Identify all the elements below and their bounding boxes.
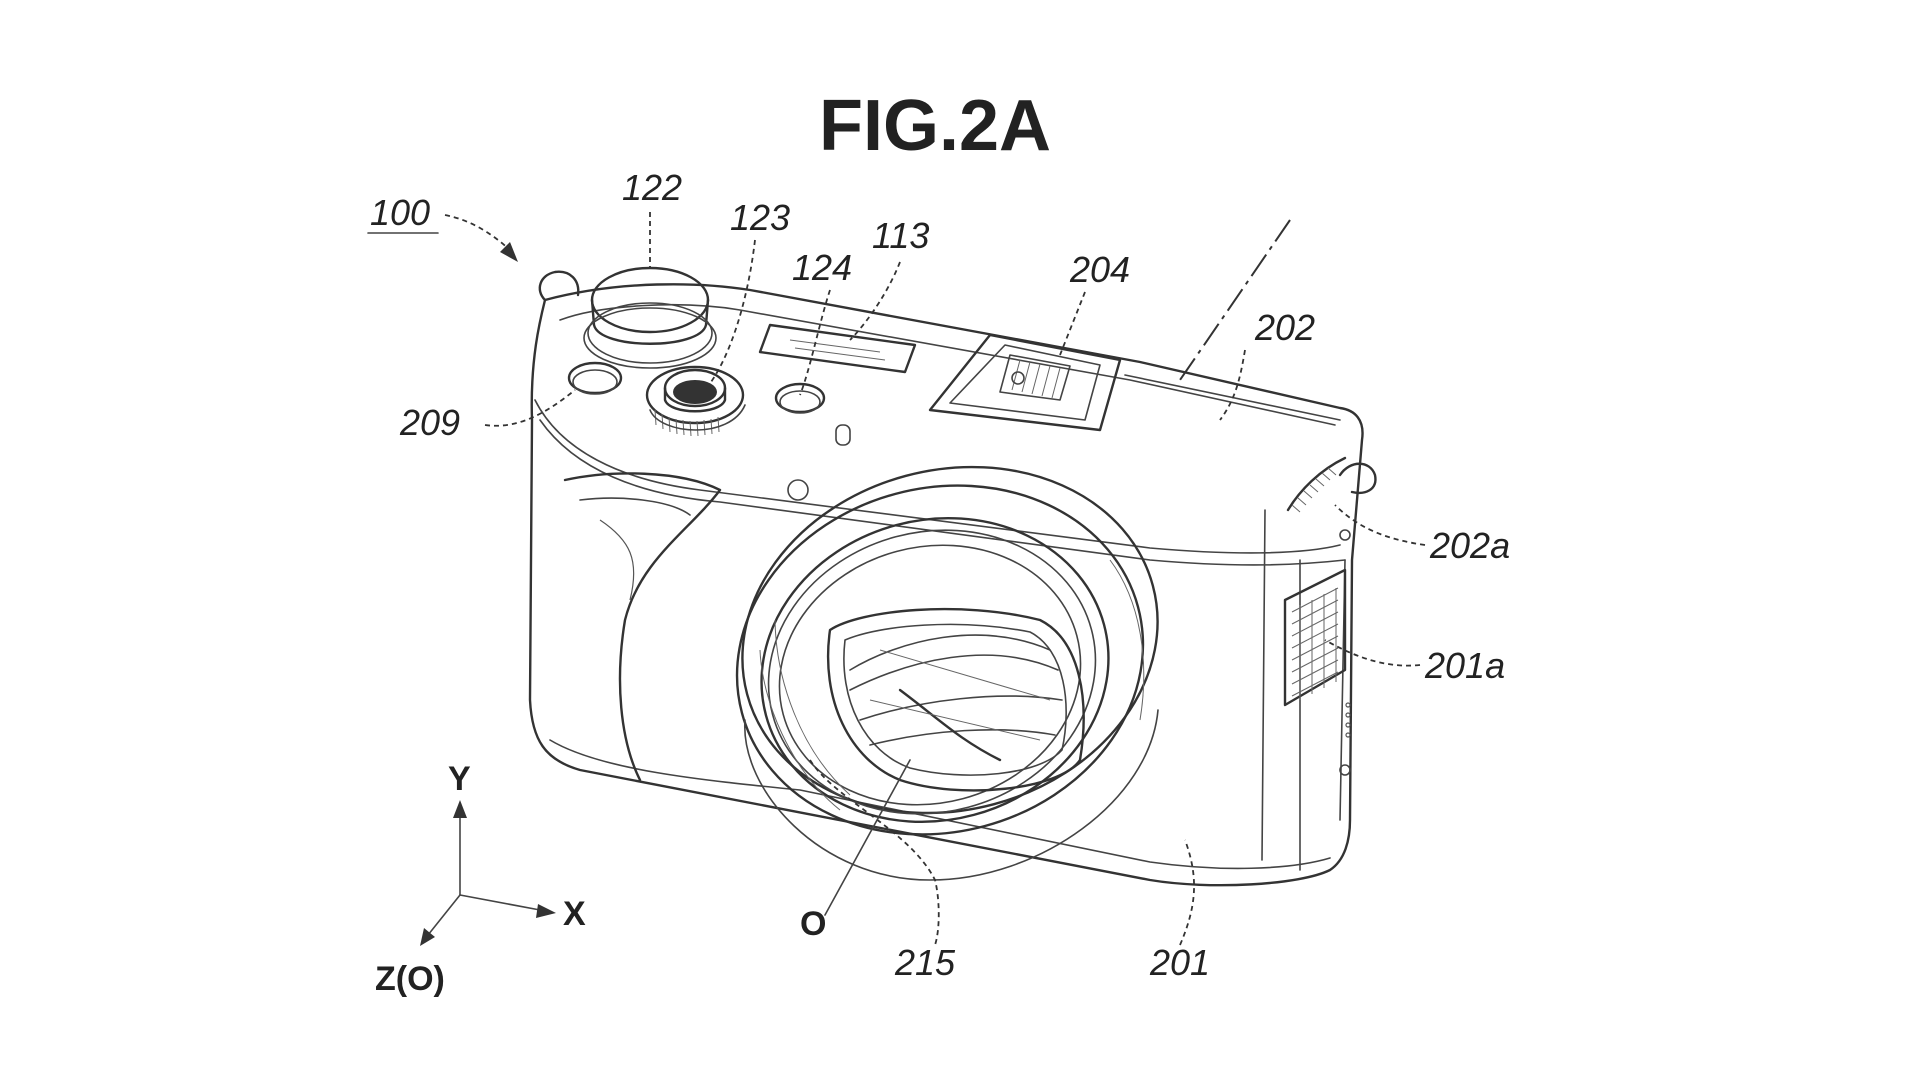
figure-title: FIG.2A: [819, 86, 1051, 166]
grip: [563, 472, 722, 782]
button-124: [774, 382, 826, 414]
label-201: 201: [1149, 942, 1210, 983]
strap-lug-left: [538, 270, 580, 302]
axis-label-y: Y: [448, 760, 471, 798]
release-button: [583, 266, 717, 369]
label-201a: 201a: [1424, 645, 1505, 686]
label-209: 209: [399, 402, 460, 443]
camera-body-outline: [528, 283, 1364, 887]
label-123: 123: [730, 197, 790, 238]
optical-axis-line: [1179, 219, 1291, 381]
mode-dial: [645, 365, 746, 437]
lens-barrel: [735, 465, 1159, 881]
af-lamp: [787, 479, 809, 501]
axis-label-x: X: [563, 895, 586, 933]
microphone-slot: [1286, 456, 1347, 513]
hot-shoe: [928, 333, 1122, 432]
label-113: 113: [872, 215, 929, 256]
label-optical-axis: O: [800, 905, 826, 943]
label-122: 122: [622, 167, 682, 208]
leader-lines: [444, 212, 1426, 946]
axis-label-z: Z(O): [375, 960, 445, 998]
label-202: 202: [1254, 307, 1315, 348]
button-209: [567, 361, 623, 395]
label-100: 100: [370, 192, 430, 233]
strap-lug-right: [1338, 462, 1377, 494]
label-204: 204: [1069, 249, 1130, 290]
speaker-grille: [1283, 568, 1347, 707]
coordinate-axes: Y X Z(O): [375, 760, 586, 998]
reference-labels: 100 122 123 124 113 204 202 202a 201a 20…: [367, 167, 1510, 983]
label-124: 124: [792, 247, 852, 288]
camera-drawing: [528, 219, 1377, 887]
part-113: [758, 323, 917, 374]
label-202a: 202a: [1429, 525, 1510, 566]
label-215: 215: [894, 942, 956, 983]
